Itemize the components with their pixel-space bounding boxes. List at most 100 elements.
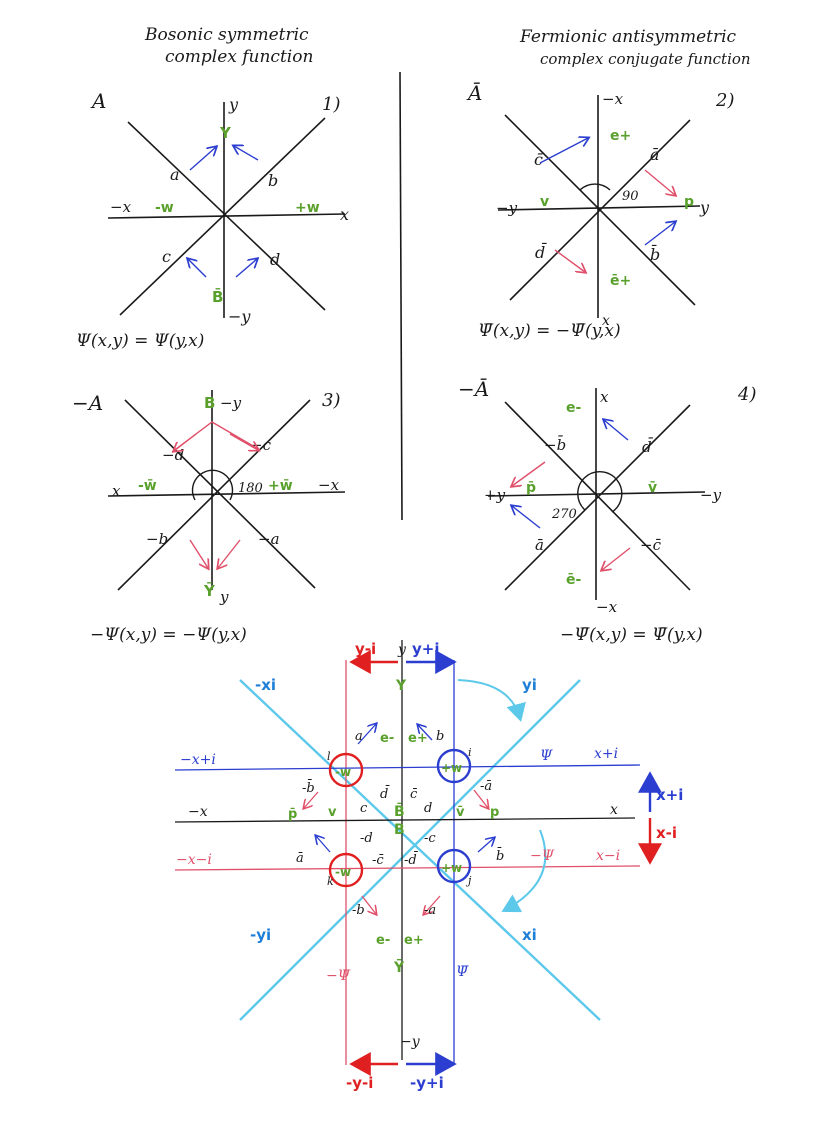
panel-2-axis-bottom: x: [602, 313, 610, 329]
circle-k: [328, 852, 364, 888]
panel-4-angle-label: 270: [551, 507, 577, 522]
rotation-arrow-bottom: [501, 829, 547, 913]
hline-x-plus-i: [174, 764, 641, 771]
panel-2: Ā 2) −x x −y y c̄ ā d̄ b̄ 90 e+ ē+ v p Ψ…: [466, 81, 734, 341]
right-header-line2: complex conjugate function: [540, 50, 751, 68]
panel-3-title: −A: [72, 391, 103, 415]
panel-2-axis-top: −x: [602, 90, 624, 108]
label-neg-xi: -xi: [255, 676, 276, 694]
panel-4: −Ā 4) x −x +y −y −b̄ d̄ ā −c̄ 270 e- ē- …: [458, 377, 756, 645]
panel-2-particle-bottom: ē+: [610, 273, 631, 289]
panel-3-horizontal-axis: [107, 491, 346, 497]
label-neg-y-bottom: −y: [400, 1034, 421, 1050]
circle-j: [436, 848, 472, 884]
panel-3-angle-arc: [191, 469, 234, 501]
panel-3-number: 3): [322, 390, 340, 411]
particle-e-plus-bottom: e+: [404, 933, 424, 948]
label-d: d: [424, 801, 432, 816]
panel-2-particle-right: p: [684, 194, 694, 210]
label-b-bar: b̄: [496, 847, 504, 864]
label-xi: xi: [522, 926, 537, 944]
panel-3-diag-2: [117, 399, 311, 591]
panel-2-arrow-c: [539, 138, 588, 164]
panel-3-line-d: −d: [162, 446, 184, 464]
panel-2-number: 2): [715, 90, 734, 111]
hline-x: [174, 817, 636, 823]
panel-3-particle-bottom: Ȳ: [203, 580, 216, 600]
panel-3-diag-1: [124, 399, 316, 589]
label-neg-d: -d: [360, 831, 373, 846]
panel-3-arrow-a: [218, 539, 241, 568]
label-neg-psi-bar: −Ψ̄: [326, 968, 351, 984]
label-c-bar: c̄: [410, 787, 418, 802]
panel-1-particle-top: Y: [219, 124, 232, 142]
panel-1-arrow-a: [189, 147, 216, 171]
particle-v: v: [328, 805, 337, 820]
particle-Y-bar: Ȳ: [393, 958, 405, 976]
panel-2-angle-label: 90: [622, 189, 639, 204]
panel-2-line-b: b̄: [650, 243, 660, 264]
circle-k-w: -w: [335, 865, 351, 879]
label-psi-top: Ψ: [540, 748, 553, 764]
label-y-minus-i: y-i: [355, 640, 376, 658]
panel-4-number: 4): [737, 384, 756, 405]
panel-1-particle-left: -w: [155, 200, 174, 216]
arrow-neg-a: [424, 895, 441, 914]
label-neg-yi: -yi: [250, 926, 271, 944]
panel-1-formula: Ψ(x,y) = Ψ(y,x): [76, 331, 204, 351]
circle-l-w: -w: [335, 765, 351, 779]
particle-e-plus: e+: [408, 731, 428, 746]
label-psi-bar: Ψ̄: [456, 964, 469, 980]
panel-4-diag-2: [504, 404, 691, 591]
panel-1-x-label: x: [340, 205, 349, 224]
label-neg-a: -a: [424, 903, 436, 918]
label-j: j: [465, 874, 472, 887]
label-neg-y-plus-i: -y+i: [410, 1074, 444, 1092]
panel-3-line-a: −a: [258, 530, 280, 548]
label-d-bar: d̄: [380, 785, 390, 802]
diag-yi-line: [239, 679, 581, 1021]
particle-v-bar: v̄: [456, 805, 465, 820]
panel-1-arrow-c: [188, 259, 207, 278]
panel-4-formula: −Ψ̄(x,y) = Ψ̄(y,x): [560, 625, 703, 645]
panel-4-line-b: −b̄: [544, 436, 566, 454]
circle-j-w: +w: [441, 861, 462, 875]
panel-1-line-a: a: [170, 165, 180, 184]
arrow-b: [418, 725, 433, 741]
label-neg-x: −x: [188, 804, 208, 820]
panel-3-axis-top: −y: [220, 394, 242, 412]
panel-1-diag-1: [127, 121, 326, 311]
panel-3-angle-label: 180: [238, 481, 263, 496]
arrow-neg-a-bar: [473, 789, 488, 808]
panel-3-arrow-c: [229, 433, 258, 450]
panel-2-arrow-d: [554, 249, 585, 272]
label-neg-c-bar: -c̄: [372, 853, 384, 868]
particle-B-bar: B̄: [394, 801, 405, 820]
panel-3-line-c: −c: [250, 436, 272, 454]
panel-4-axis-right: −y: [700, 486, 722, 504]
right-header-line1: Fermionic antisymmetric: [519, 27, 737, 47]
panel-4-arrow-b: [512, 461, 546, 486]
panel-3: −A 3) −y y x −x −d −c −b −a 180 B Ȳ -w̄ …: [72, 390, 346, 645]
label-x: x: [610, 802, 618, 818]
label-y-top: y: [397, 642, 407, 658]
panel-2-particle-left: v: [540, 194, 549, 210]
panel-2-line-a: ā: [650, 145, 660, 164]
label-a: a: [355, 729, 363, 744]
particle-e-minus: e-: [380, 731, 394, 746]
label-x-plus-i-arrow: x+i: [656, 786, 683, 804]
panel-4-arrow-c: [602, 547, 631, 570]
label-a-bar: ā: [296, 851, 304, 866]
panel-1-arrow-b: [234, 146, 259, 161]
label-k: k: [327, 875, 334, 888]
left-header-line2: complex function: [165, 47, 313, 67]
panel-3-axis-bottom: y: [219, 588, 229, 606]
panel-divider: [399, 71, 403, 521]
panel-1-line-d: d: [270, 250, 280, 269]
label-i: i: [468, 746, 472, 759]
label-yi: yi: [522, 676, 537, 694]
panel-3-particle-top: B: [204, 394, 215, 412]
panel-4-particle-right: v̄: [648, 480, 657, 496]
label-neg-a-bar: -ā: [480, 779, 492, 794]
